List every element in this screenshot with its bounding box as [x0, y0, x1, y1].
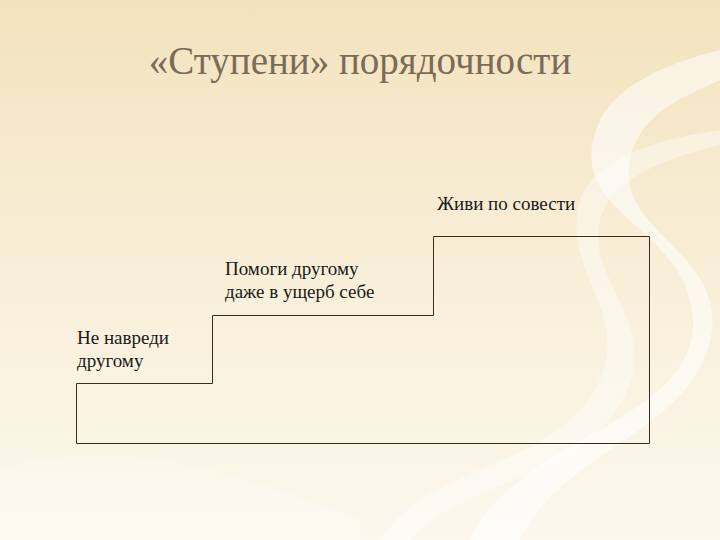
- step-label: Живи по совести: [437, 193, 657, 216]
- slide-title: «Ступени» порядочности: [0, 38, 720, 83]
- wave-shape: [0, 455, 360, 540]
- step-label: Помоги другому даже в ущерб себе: [225, 258, 375, 304]
- step-label: Не навреди другому: [77, 327, 197, 373]
- wave-shape: [380, 130, 720, 540]
- staircase-outline: [77, 237, 650, 444]
